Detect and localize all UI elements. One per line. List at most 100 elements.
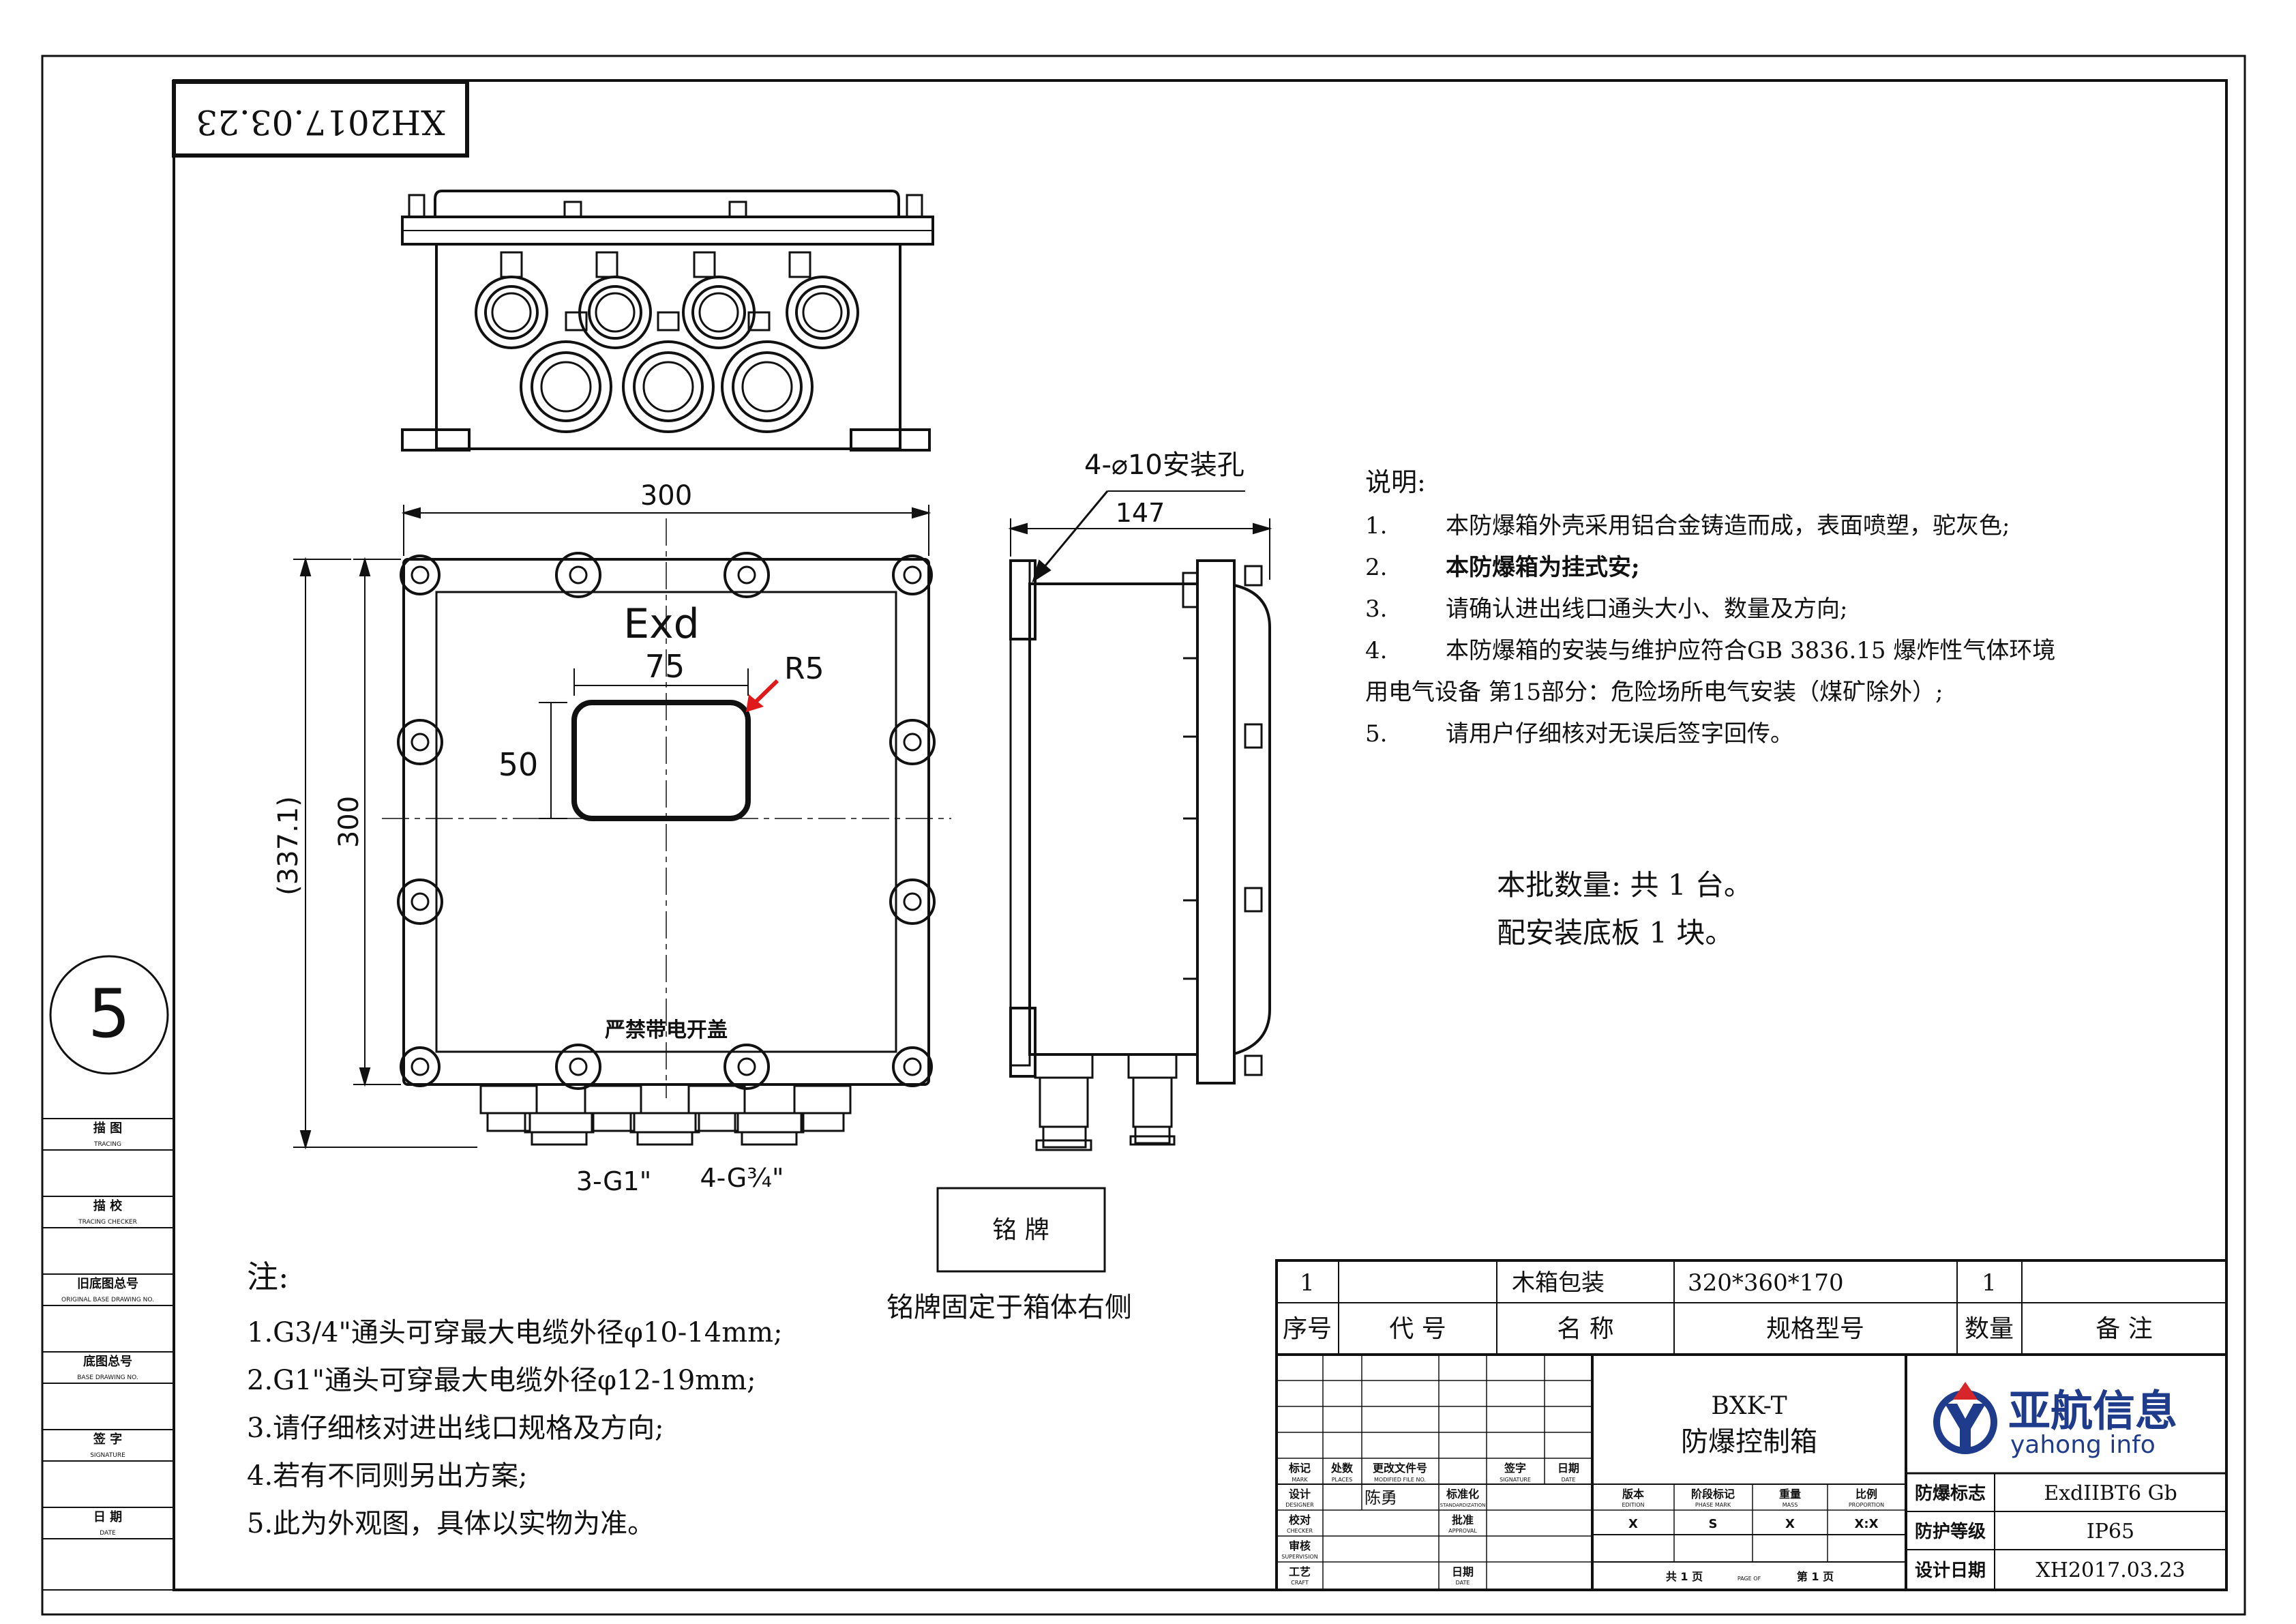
note-item: 3.请仔细核对进出线口规格及方向; <box>247 1413 664 1444</box>
rev-header: 标记 <box>1288 1462 1311 1475</box>
header-qty: 数量 <box>1965 1315 2014 1343</box>
date-label: 日期 <box>1452 1565 1474 1578</box>
front-width-dim: 300 <box>640 480 692 512</box>
cable-gland-small <box>475 276 859 349</box>
window-height-dim: 50 <box>498 746 539 783</box>
ip-value: IP65 <box>2087 1520 2134 1544</box>
approval-label: 批准 <box>1452 1514 1474 1526</box>
proportion-label: 比例 <box>1855 1488 1877 1501</box>
side-depth-dim: 147 <box>1116 498 1165 528</box>
radius-arrow <box>746 679 779 712</box>
description-title: 说明: <box>1365 467 1426 497</box>
description-item: 请用户仔细核对无误后签字回传。 <box>1446 720 1793 748</box>
design-date-value: XH2017.03.23 <box>2036 1559 2185 1582</box>
craft-label-en: CRAFT <box>1291 1580 1309 1586</box>
strip-label: 描 校 <box>93 1198 123 1213</box>
strip-label: 日 期 <box>93 1510 122 1524</box>
description-num: 3. <box>1365 595 1387 623</box>
nameplate-box <box>936 1187 1106 1273</box>
rev-header-en: MODIFIED FILE NO. <box>1374 1477 1426 1483</box>
rev-header-en: SIGNATURE <box>1500 1477 1531 1483</box>
standardization-label-en: STANDARDIZATION <box>1440 1503 1486 1508</box>
phase-value: S <box>1709 1517 1718 1531</box>
strip-label: 旧底图总号 <box>77 1276 138 1291</box>
edition-label: 版本 <box>1622 1488 1644 1501</box>
description-item: 本防爆箱的安装与维护应符合GB 3836.15 爆炸性气体环境 <box>1446 637 2055 664</box>
description-block: 说明: 1. 本防爆箱外壳采用铝合金铸造而成，表面喷塑，驼灰色; 2. 本防爆箱… <box>1365 467 2055 748</box>
window-width-dim: 75 <box>645 648 685 685</box>
supervisor-label: 审核 <box>1289 1539 1311 1552</box>
proportion-label-en: PROPORTION <box>1849 1502 1884 1508</box>
description-num: 4. <box>1365 637 1387 664</box>
part-qty: 1 <box>1982 1269 1997 1297</box>
designer-name: 陈勇 <box>1365 1488 1397 1507</box>
phase-label: 阶段标记 <box>1691 1488 1735 1501</box>
craft-label: 工艺 <box>1289 1565 1311 1578</box>
strip-label-en: DATE <box>100 1530 116 1537</box>
product-name: 防爆控制箱 <box>1681 1426 1817 1458</box>
cover-warning: 严禁带电开盖 <box>605 1018 728 1042</box>
mount-hole-note: 4-⌀10安装孔 <box>1084 449 1244 481</box>
window-label: Exd <box>623 600 700 648</box>
edition-label-en: EDITION <box>1622 1502 1644 1508</box>
header-remark: 备 注 <box>2096 1315 2152 1343</box>
stamp-box: XH2017.03.23 <box>172 80 469 158</box>
batch-baseplate: 配安装底板 1 块。 <box>1497 916 1733 949</box>
batch-quantity: 本批数量: 共 1 台。 <box>1497 868 1753 902</box>
cover-bolt <box>397 552 936 1090</box>
rev-header: 处数 <box>1330 1462 1354 1475</box>
description-num: 2. <box>1365 554 1387 581</box>
note-item: 2.G1"通头可穿最大电缆外径φ12-19mm; <box>247 1365 756 1396</box>
part-spec: 320*360*170 <box>1688 1269 1844 1297</box>
rev-header-en: PLACES <box>1332 1477 1353 1483</box>
date-label-en: DATE <box>1456 1580 1470 1586</box>
stamp-code: XH2017.03.23 <box>196 102 445 142</box>
header-spec: 规格型号 <box>1766 1315 1864 1343</box>
mass-label: 重量 <box>1779 1488 1801 1501</box>
entry-label-2: 4-G³⁄₄" <box>700 1163 784 1193</box>
nameplate-note: 铭牌固定于箱体右侧 <box>886 1292 1132 1323</box>
description-num: 5. <box>1365 720 1387 748</box>
page-num: 第 1 页 <box>1797 1570 1834 1583</box>
rev-header: 签字 <box>1504 1462 1526 1475</box>
front-overall-dim: (337.1) <box>273 796 304 896</box>
company-logo: 亚航信息 yahong info <box>1933 1382 2177 1459</box>
viewing-window <box>571 700 751 821</box>
sheet-number-circle <box>49 955 169 1075</box>
page-of: PAGE OF <box>1738 1576 1761 1582</box>
description-num: 1. <box>1365 512 1387 540</box>
strip-label: 底图总号 <box>83 1354 132 1369</box>
description-item: 本防爆箱为挂式安; <box>1446 554 1640 581</box>
checker-label-en: CHECKER <box>1287 1528 1313 1534</box>
edition-value: X <box>1628 1517 1638 1531</box>
front-height-dim: 300 <box>333 796 365 848</box>
top-view <box>401 190 934 452</box>
part-seq: 1 <box>1300 1269 1315 1297</box>
company-name-cn: 亚航信息 <box>2008 1386 2177 1436</box>
proportion-value: X:X <box>1855 1517 1879 1531</box>
page-total: 共 1 页 <box>1666 1570 1703 1583</box>
mass-label-en: MASS <box>1783 1502 1798 1508</box>
rev-header: 日期 <box>1557 1462 1579 1475</box>
nameplate-label: 铭 牌 <box>992 1216 1049 1244</box>
note-item: 1.G3/4"通头可穿最大电缆外径φ10-14mm; <box>247 1317 783 1348</box>
sheet-number: 5 <box>88 975 130 1053</box>
strip-label-en: BASE DRAWING NO. <box>77 1374 138 1381</box>
design-date-label: 设计日期 <box>1915 1561 1986 1581</box>
ex-mark-label: 防爆标志 <box>1915 1483 1986 1504</box>
strip-label-en: SIGNATURE <box>90 1452 125 1459</box>
strip-label: 描 图 <box>93 1121 122 1136</box>
header-name: 名 称 <box>1557 1315 1613 1343</box>
company-logo-icon <box>1933 1382 1997 1454</box>
ip-label: 防护等级 <box>1915 1521 1986 1542</box>
phase-label-en: PHASE MARK <box>1695 1502 1731 1508</box>
notes-title: 注: <box>247 1258 289 1295</box>
rev-header: 更改文件号 <box>1373 1462 1427 1475</box>
strip-label-en: TRACING <box>93 1141 121 1148</box>
strip-label-en: ORIGINAL BASE DRAWING NO. <box>61 1297 154 1303</box>
part-name: 木箱包装 <box>1512 1269 1605 1297</box>
title-block <box>1275 1353 2228 1591</box>
side-view <box>1009 559 1271 1151</box>
outer-border <box>41 55 2246 1616</box>
